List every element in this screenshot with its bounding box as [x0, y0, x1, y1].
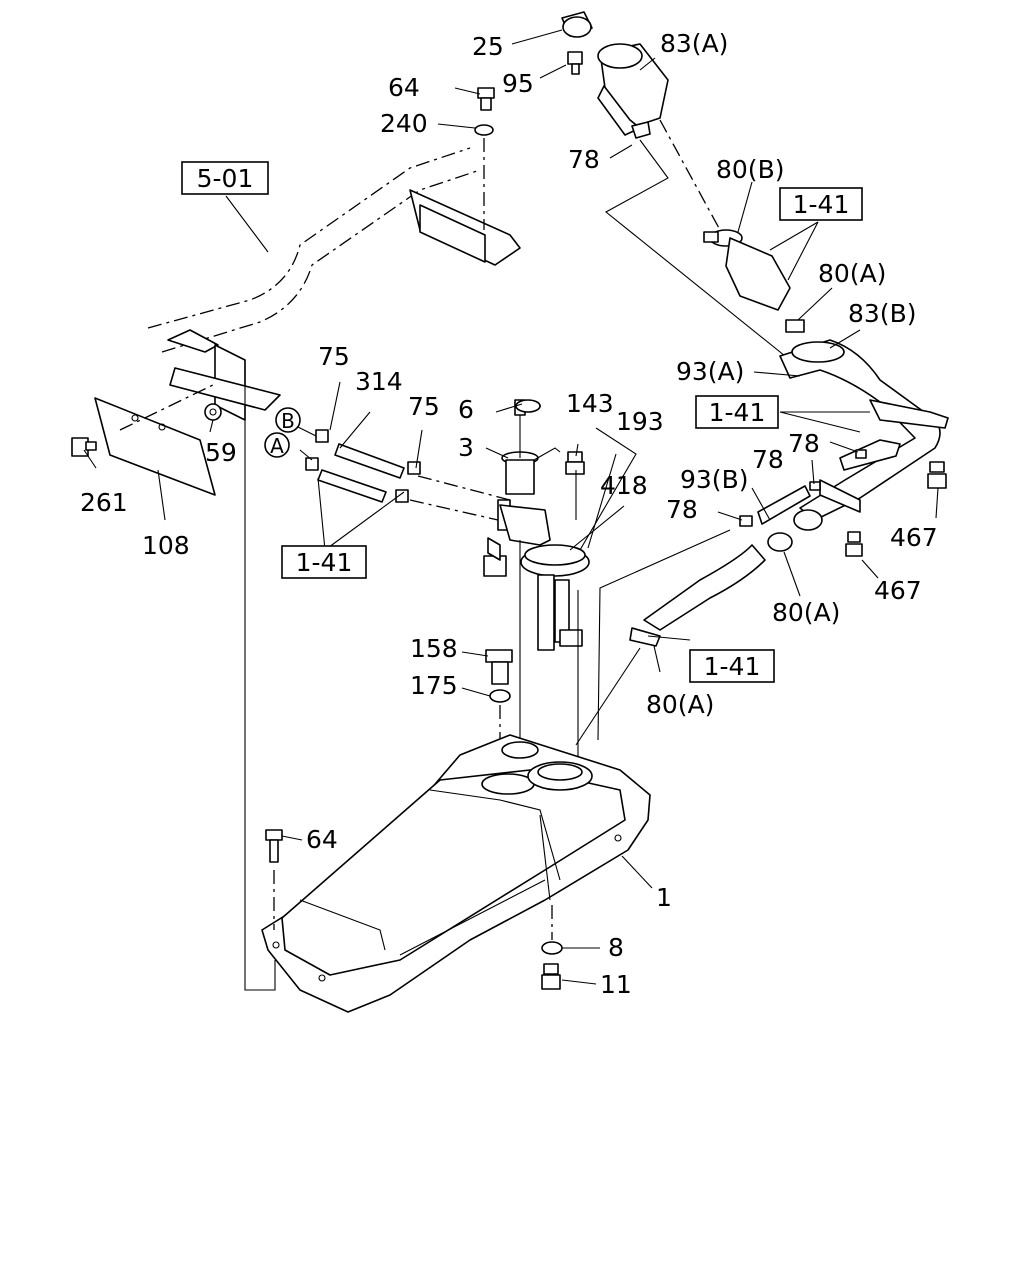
label-93b: 93(B) [680, 465, 748, 494]
fuel-cap-25 [561, 11, 593, 38]
pump-flange-418 [520, 544, 590, 651]
label-8: 8 [608, 933, 624, 962]
hose-93b [757, 485, 823, 531]
bolt-64-top [477, 87, 495, 111]
label-64-top: 64 [388, 73, 420, 102]
label-78-top: 78 [568, 145, 600, 174]
svg-text:1-41: 1-41 [793, 190, 850, 219]
label-314: 314 [355, 367, 403, 396]
lower-filler-hose [629, 544, 766, 647]
protector-1-41 [725, 237, 791, 311]
seal-175 [489, 689, 511, 703]
frame-rail [147, 147, 521, 353]
bolt-64-tank [265, 829, 283, 863]
washer-8 [541, 941, 563, 955]
nut-59 [204, 403, 222, 421]
ref-box-1-41-left: 1-41 [281, 545, 367, 579]
svg-text:1-41: 1-41 [709, 398, 766, 427]
washer-240 [474, 124, 494, 136]
circle-marker-b: B [275, 407, 301, 433]
label-3: 3 [458, 433, 474, 462]
ref-box-1-41-right: 1-41 [695, 395, 779, 429]
clamp-80a-mid [767, 532, 793, 552]
breather-hose [839, 439, 901, 471]
bolt-467-lower [845, 531, 863, 557]
label-108: 108 [142, 531, 190, 560]
svg-text:A: A [270, 434, 284, 458]
label-78-mid: 78 [666, 495, 698, 524]
label-95: 95 [502, 69, 534, 98]
label-93a: 93(A) [676, 357, 744, 386]
hose-314 [305, 429, 421, 503]
fuel-tank-1 [261, 734, 651, 1013]
part-labels: 25 83(A) 64 95 240 78 80(B) 80(A) 83(B) … [80, 29, 938, 999]
label-1: 1 [656, 883, 672, 912]
filter-158 [485, 649, 513, 685]
label-80a-lower: 80(A) [646, 690, 714, 719]
filler-neck-83a [597, 43, 669, 136]
label-80b: 80(B) [716, 155, 784, 184]
bolt-261 [71, 437, 97, 457]
label-64-tank: 64 [306, 825, 338, 854]
leader-lines [83, 29, 939, 985]
frame-bracket [167, 329, 281, 991]
label-83a: 83(A) [660, 29, 728, 58]
label-261: 261 [80, 488, 128, 517]
ref-box-5-01: 5-01 [181, 161, 269, 195]
bolt-467-right [927, 461, 947, 489]
label-80a-mid: 80(A) [772, 598, 840, 627]
grommet-143 [565, 451, 585, 475]
label-75-left: 75 [318, 342, 350, 371]
label-78-right2: 78 [752, 445, 784, 474]
clip-78-top [631, 121, 651, 139]
heat-shield-108 [94, 397, 216, 496]
fuel-pump-assembly [483, 399, 561, 577]
label-6: 6 [458, 395, 474, 424]
label-75-right: 75 [408, 392, 440, 421]
label-158: 158 [410, 634, 458, 663]
svg-text:1-41: 1-41 [704, 652, 761, 681]
cap-6 [515, 399, 541, 413]
label-80a-upper: 80(A) [818, 259, 886, 288]
screw-95 [567, 51, 583, 75]
circle-marker-a: A [264, 432, 290, 458]
nut-11 [541, 963, 561, 990]
label-25: 25 [472, 32, 504, 61]
label-240: 240 [380, 109, 428, 138]
label-78-right1: 78 [788, 429, 820, 458]
label-143: 143 [566, 389, 614, 418]
svg-text:5-01: 5-01 [197, 164, 254, 193]
ref-box-1-41-lower: 1-41 [689, 649, 775, 683]
label-11: 11 [600, 970, 632, 999]
label-83b: 83(B) [848, 299, 916, 328]
svg-text:B: B [281, 409, 295, 433]
ref-box-1-41-upper: 1-41 [779, 187, 863, 221]
label-418: 418 [600, 471, 648, 500]
clip-78-mid [739, 449, 867, 527]
filler-pipe-83b [779, 339, 949, 521]
svg-text:1-41: 1-41 [296, 548, 353, 577]
clamp-80a-upper [785, 319, 805, 333]
label-193: 193 [616, 407, 664, 436]
label-467-lower: 467 [874, 576, 922, 605]
label-175: 175 [410, 671, 458, 700]
label-59: 59 [205, 438, 237, 467]
label-467-right: 467 [890, 523, 938, 552]
